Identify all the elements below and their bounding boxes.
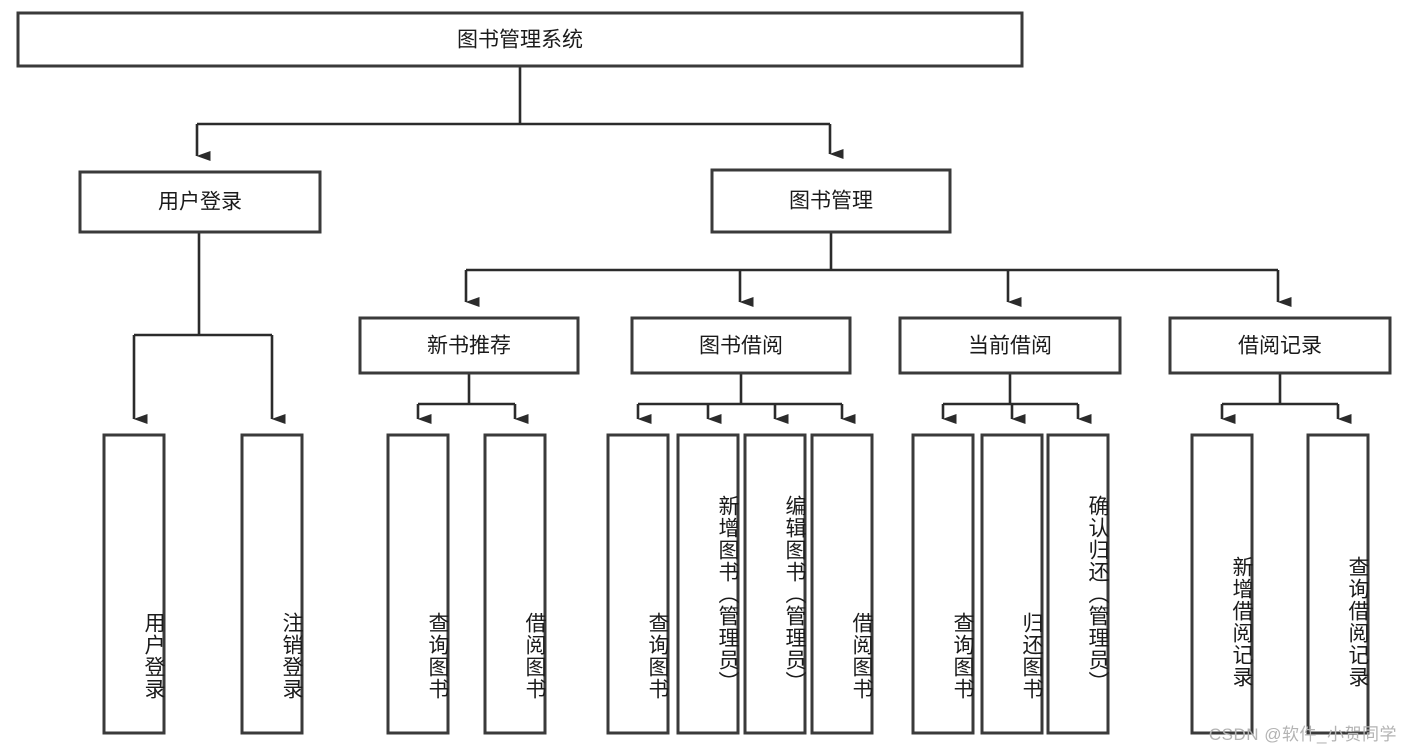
- leaf-box-return-book[interactable]: [980, 433, 1044, 735]
- node-book-management-label: 图书管理: [789, 190, 873, 213]
- connector-bookmgmt-to-level3: [464, 232, 1292, 307]
- leaf-box-borrow-book-new[interactable]: [483, 433, 547, 735]
- leaf-box-add-borrow-record[interactable]: [1190, 433, 1254, 735]
- leaf-boxes: [102, 433, 1370, 735]
- leaf-box-query-borrow-record[interactable]: [1306, 433, 1370, 735]
- node-current-borrow[interactable]: 当前借阅: [898, 316, 1122, 375]
- node-borrow-record-label: 借阅记录: [1238, 335, 1322, 358]
- node-book-borrow[interactable]: 图书借阅: [630, 316, 852, 375]
- leaf-box-query-book-current[interactable]: [911, 433, 975, 735]
- csdn-watermark: CSDN @软件_小贺同学: [1208, 725, 1397, 744]
- connector-borrow-to-leaves: [636, 373, 856, 424]
- node-new-book-recommend[interactable]: 新书推荐: [358, 316, 580, 375]
- node-root[interactable]: 图书管理系统: [16, 11, 1024, 68]
- leaf-box-logout[interactable]: [240, 433, 304, 735]
- leaf-box-add-book-admin[interactable]: [676, 433, 740, 735]
- node-user-login[interactable]: 用户登录: [78, 170, 322, 234]
- node-book-borrow-label: 图书借阅: [699, 335, 783, 358]
- connector-userlogin-to-leaves: [132, 232, 286, 424]
- leaf-box-edit-book-admin[interactable]: [743, 433, 807, 735]
- node-root-label: 图书管理系统: [457, 29, 583, 52]
- node-book-management[interactable]: 图书管理: [710, 168, 952, 234]
- leaf-box-query-book-new[interactable]: [386, 433, 450, 735]
- connector-root-to-level2: [195, 66, 844, 161]
- leaf-box-confirm-return-admin[interactable]: [1046, 433, 1110, 735]
- connector-current-to-leaves: [941, 373, 1092, 424]
- node-new-book-recommend-label: 新书推荐: [427, 335, 511, 358]
- leaf-box-borrow-book[interactable]: [810, 433, 874, 735]
- connector-record-to-leaves: [1220, 373, 1352, 424]
- node-borrow-record[interactable]: 借阅记录: [1168, 316, 1392, 375]
- node-current-borrow-label: 当前借阅: [968, 335, 1052, 358]
- node-user-login-label: 用户登录: [158, 191, 242, 214]
- connector-newbook-to-leaves: [416, 373, 529, 424]
- leaf-box-user-login[interactable]: [102, 433, 166, 735]
- leaf-box-query-book-borrow[interactable]: [606, 433, 670, 735]
